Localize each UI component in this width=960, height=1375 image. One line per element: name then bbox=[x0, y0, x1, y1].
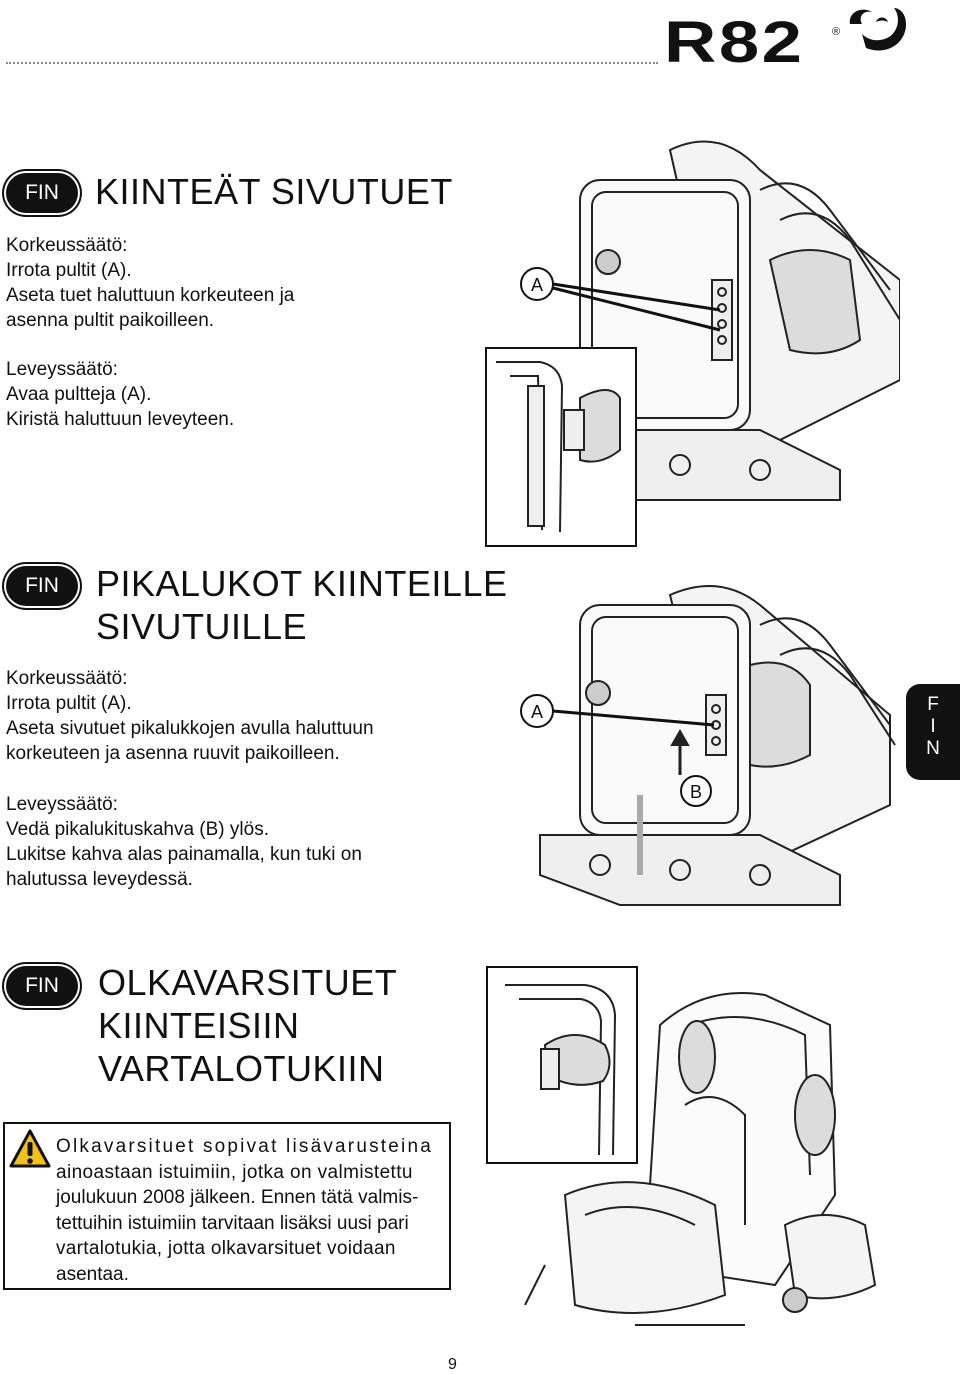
text-line: korkeuteen ja asenna ruuvit paikoilleen. bbox=[6, 743, 340, 764]
fin-language-badge: FIN bbox=[6, 966, 78, 1006]
text-line: Korkeussäätö: bbox=[6, 235, 128, 256]
title-line: KIINTEÄT SIVUTUET bbox=[95, 171, 453, 212]
fin-language-badge: FIN bbox=[6, 173, 78, 213]
page-number: 9 bbox=[448, 1356, 457, 1373]
warning-triangle-icon bbox=[9, 1129, 51, 1168]
text-line: Aseta tuet haluttuun korkeuteen ja bbox=[6, 285, 295, 306]
warning-line: joulukuun 2008 jälkeen. Ennen tätä valmi… bbox=[56, 1187, 419, 1208]
title-line: PIKALUKOT KIINTEILLE bbox=[96, 563, 508, 604]
side-tab-letter: I bbox=[930, 716, 936, 737]
text-line: Aseta sivutuet pikalukkojen avulla halut… bbox=[6, 718, 374, 739]
logo-text: R82 bbox=[664, 10, 805, 75]
side-tab-letter: F bbox=[927, 694, 939, 715]
section-title-shoulder-supports: OLKAVARSITUET KIINTEISIIN VARTALOTUKIIN bbox=[98, 961, 397, 1090]
callout-b-circle bbox=[680, 775, 712, 807]
height-adjustment-text: Korkeussäätö: Irrota pultit (A). Aseta s… bbox=[6, 666, 374, 766]
text-line: Kiristä haluttuun leveyteen. bbox=[6, 409, 235, 430]
shoulder-supports-illustration bbox=[486, 966, 877, 1326]
text-line: halutussa leveydessä. bbox=[6, 869, 193, 890]
registered-mark: ® bbox=[832, 26, 841, 38]
title-line: SIVUTUILLE bbox=[96, 606, 308, 647]
language-side-tab: F I N bbox=[906, 684, 960, 780]
quick-release-laterals-illustration: A B bbox=[520, 585, 896, 906]
header-dotted-rule bbox=[6, 62, 658, 64]
warning-line: asentaa. bbox=[56, 1263, 129, 1285]
section-title-fixed-laterals: KIINTEÄT SIVUTUET bbox=[95, 170, 453, 213]
text-line: Leveyssäätö: bbox=[6, 359, 118, 380]
text-line: Leveyssäätö: bbox=[6, 794, 118, 815]
warning-line: Olkavarsituet sopivat lisävarusteina bbox=[56, 1136, 434, 1157]
text-line: Lukitse kahva alas painamalla, kun tuki … bbox=[6, 844, 362, 865]
title-line: OLKAVARSITUET bbox=[98, 962, 398, 1003]
text-line: asenna pultit paikoilleen. bbox=[6, 310, 215, 331]
text-line: Vedä pikalukituskahva (B) ylös. bbox=[6, 819, 269, 840]
callout-a-label: A bbox=[531, 275, 543, 295]
callout-a-label: A bbox=[531, 702, 543, 722]
warning-text: Olkavarsituet sopivat lisävarusteina ain… bbox=[56, 1134, 446, 1287]
callout-b-label: B bbox=[690, 782, 702, 802]
warning-line: vartalotukia, jotta olkavarsituet voidaa… bbox=[56, 1238, 396, 1259]
text-line: Avaa pultteja (A). bbox=[6, 384, 152, 405]
section-title-quick-release: PIKALUKOT KIINTEILLE SIVUTUILLE bbox=[96, 562, 507, 648]
warning-box bbox=[3, 1122, 451, 1290]
r82-logo-swirl-icon bbox=[849, 8, 906, 51]
warning-line: tettuihin istuimiin tarvitaan lisäksi uu… bbox=[56, 1212, 409, 1234]
title-line: VARTALOTUKIIN bbox=[98, 1048, 385, 1089]
width-adjustment-text: Leveyssäätö: Vedä pikalukituskahva (B) y… bbox=[6, 792, 362, 892]
width-adjustment-text: Leveyssäätö: Avaa pultteja (A). Kiristä … bbox=[6, 357, 234, 432]
title-line: KIINTEISIIN bbox=[98, 1005, 300, 1046]
text-line: Irrota pultit (A). bbox=[6, 260, 132, 281]
r82-logo: R82 ® bbox=[664, 4, 914, 72]
height-adjustment-text: Korkeussäätö: Irrota pultit (A). Aseta t… bbox=[6, 233, 294, 333]
fin-language-badge: FIN bbox=[6, 566, 78, 606]
text-line: Irrota pultit (A). bbox=[6, 693, 132, 714]
text-line: Korkeussäätö: bbox=[6, 668, 128, 689]
fixed-laterals-illustration: A bbox=[485, 140, 900, 547]
warning-line: ainoastaan istuimiin, jotka on valmistet… bbox=[56, 1161, 413, 1183]
side-tab-letter: N bbox=[926, 738, 940, 759]
